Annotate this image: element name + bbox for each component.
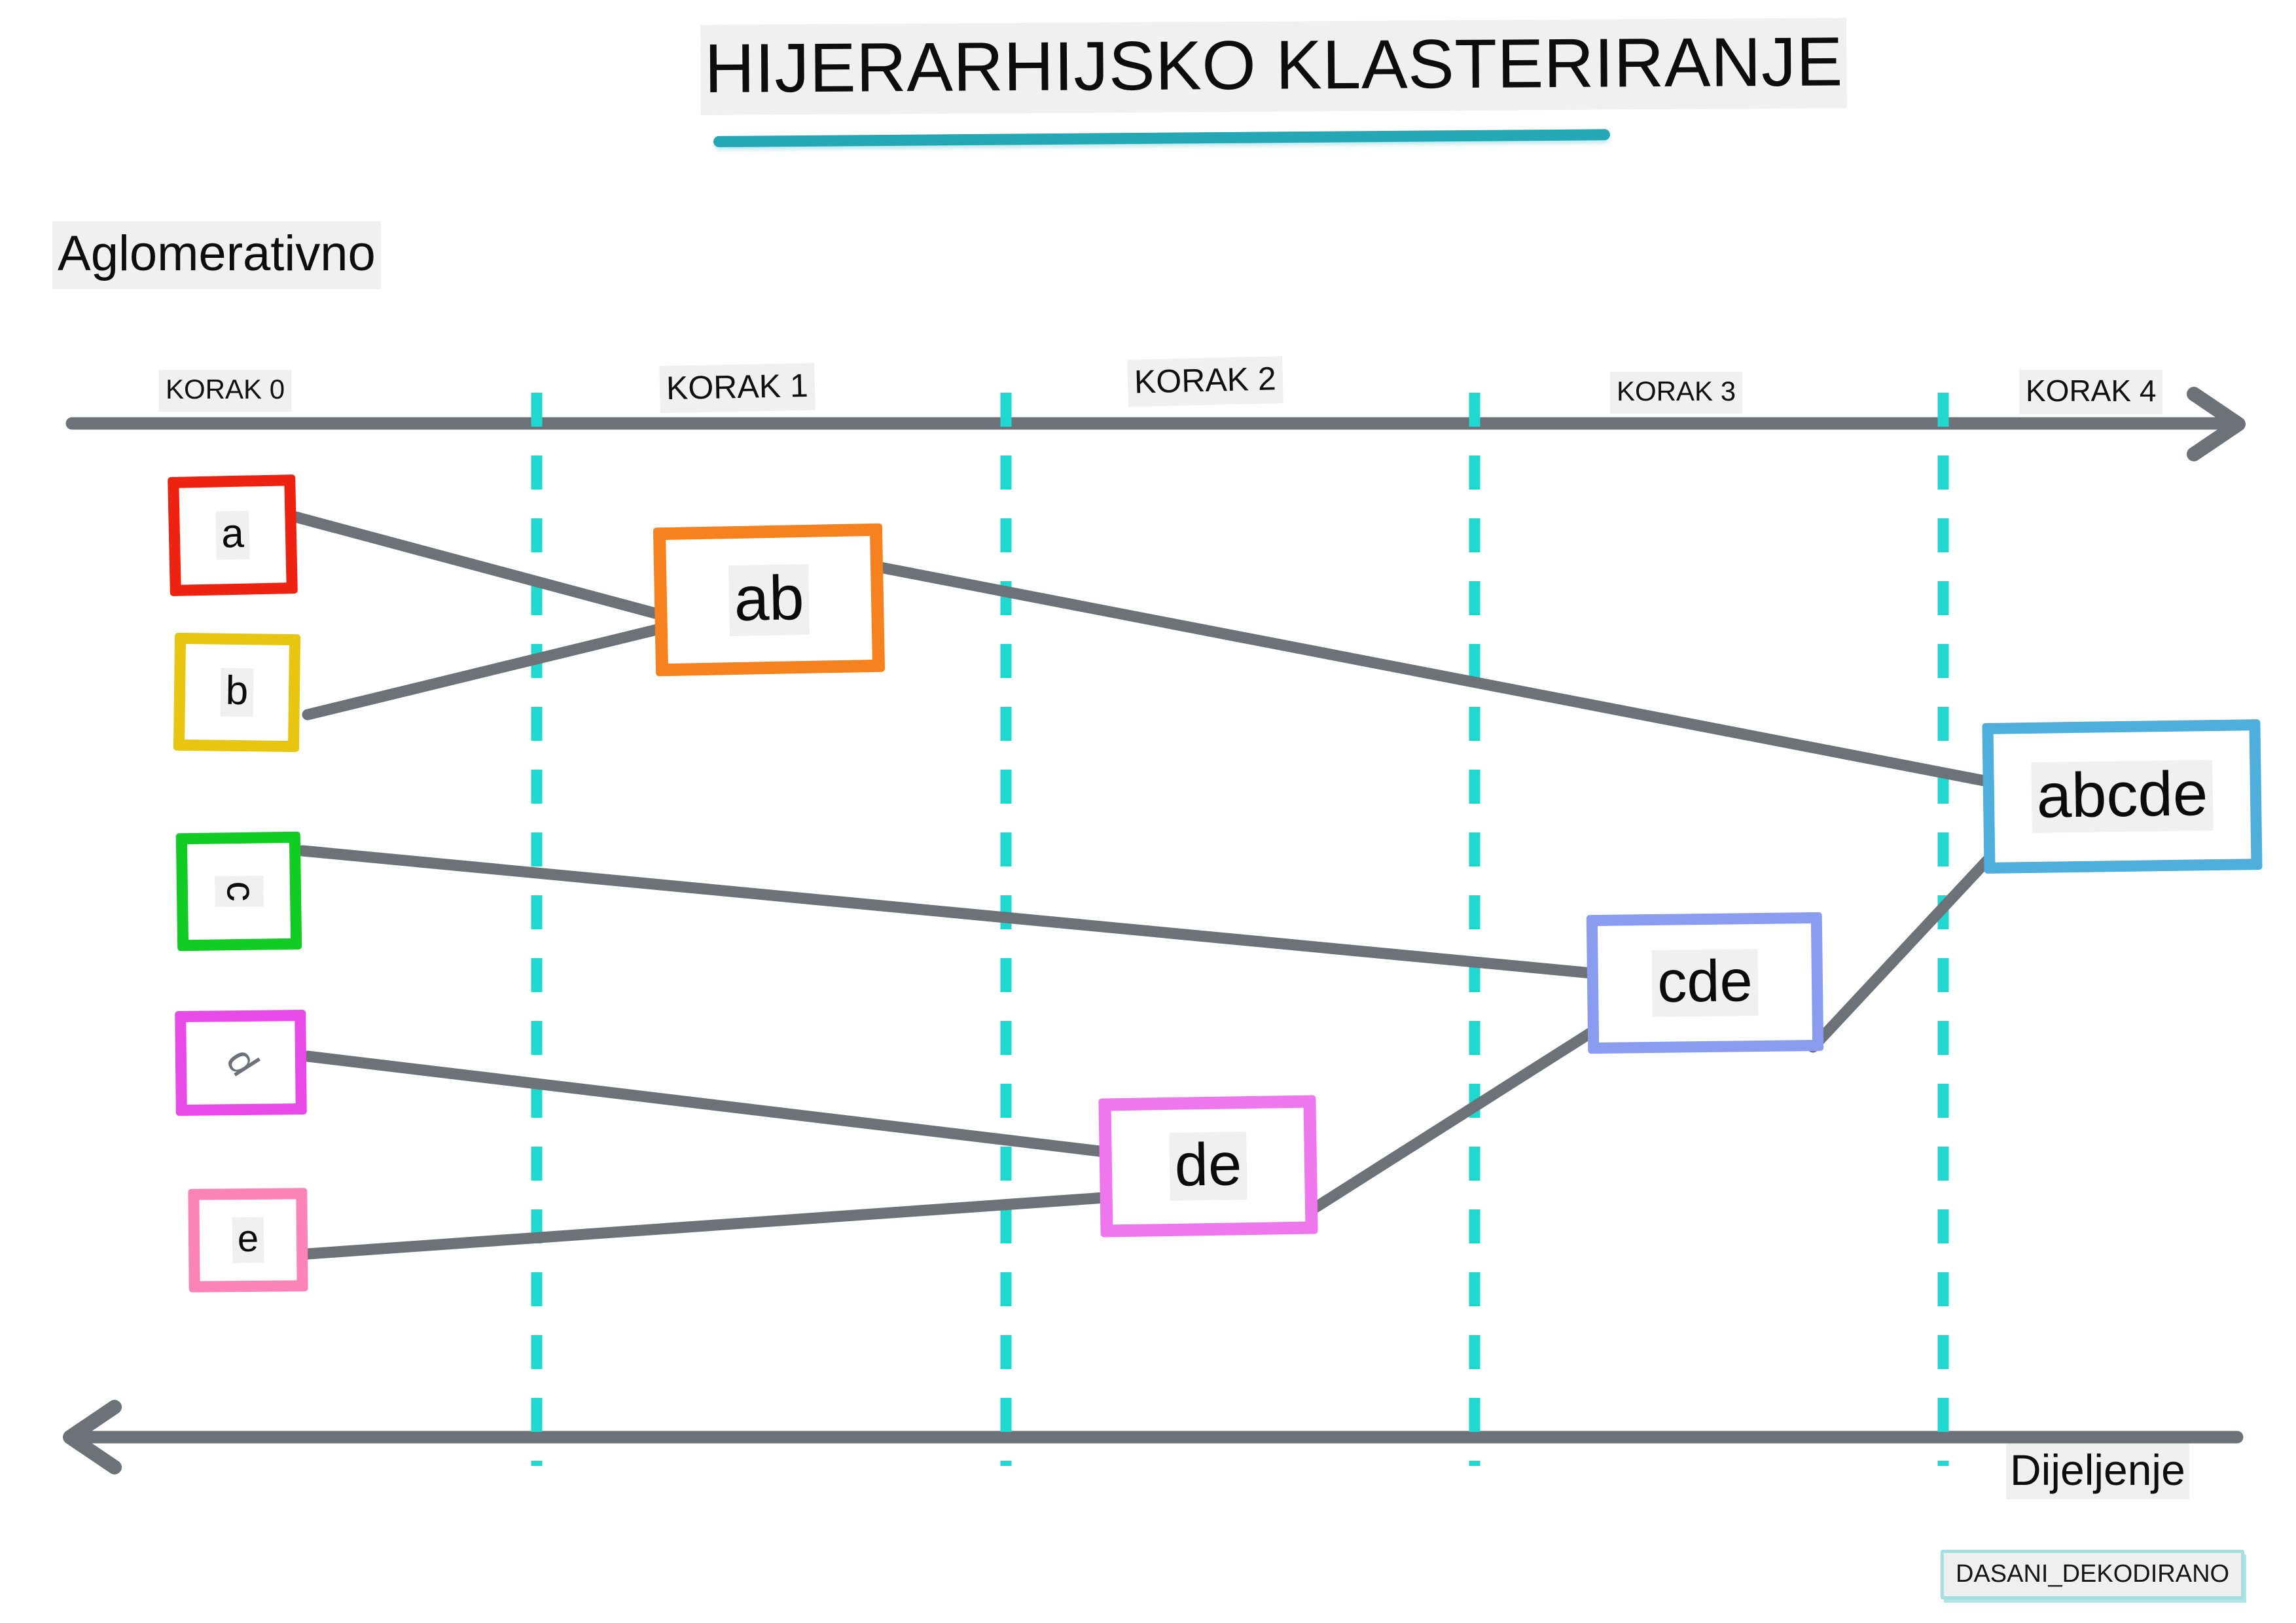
cluster-node-d-label: d [217, 1040, 268, 1084]
divisive-heading: Dijeljenje [2006, 1443, 2189, 1499]
cluster-node-d[interactable]: d [175, 1009, 307, 1116]
agglomerative-heading: Aglomerativno [52, 221, 381, 289]
cluster-node-e[interactable]: e [188, 1188, 308, 1293]
cluster-node-a-label: a [215, 510, 250, 560]
cluster-node-c-label: c [214, 875, 264, 908]
cluster-node-abcde[interactable]: abcde [1982, 719, 2263, 874]
connector-b-ab [302, 622, 668, 721]
connector-de-cde [1310, 1023, 1603, 1213]
connector-cde-abcde [1807, 845, 2002, 1053]
cluster-node-ab-label: ab [728, 562, 810, 636]
title-underline-bar [713, 129, 1611, 147]
connector-c-cde [296, 845, 1598, 979]
watermark-badge: DASANI_DEKODIRANO [1941, 1550, 2245, 1599]
cluster-node-b[interactable]: b [173, 632, 301, 753]
cluster-node-e-label: e [232, 1217, 264, 1264]
step-label-korak-1: KORAK 1 [659, 363, 816, 414]
cluster-node-abcde-label: abcde [2030, 758, 2214, 833]
cluster-node-de[interactable]: de [1098, 1095, 1318, 1238]
cluster-node-de-label: de [1169, 1131, 1247, 1201]
title-block: HIJERARHIJSKO KLASTERIRANJE [700, 18, 1848, 149]
cluster-node-a[interactable]: a [168, 474, 298, 597]
step-label-korak-4: KORAK 4 [2019, 370, 2163, 414]
page-title: HIJERARHIJSKO KLASTERIRANJE [700, 18, 1848, 115]
step-label-korak-3: KORAK 3 [1610, 372, 1743, 414]
step-label-korak-0: KORAK 0 [159, 370, 292, 412]
cluster-node-ab[interactable]: ab [653, 523, 886, 677]
connector-e-de [302, 1192, 1111, 1260]
step-label-korak-2: KORAK 2 [1127, 356, 1283, 407]
connector-ab-abcde [871, 561, 1997, 788]
cluster-node-cde[interactable]: cde [1586, 912, 1824, 1054]
cluster-node-c[interactable]: c [175, 831, 302, 952]
cluster-node-cde-label: cde [1651, 948, 1759, 1017]
cluster-node-b-label: b [220, 668, 254, 717]
connector-a-ab [290, 511, 668, 621]
bottom-axis [63, 1400, 2244, 1474]
connector-d-de [302, 1050, 1111, 1158]
